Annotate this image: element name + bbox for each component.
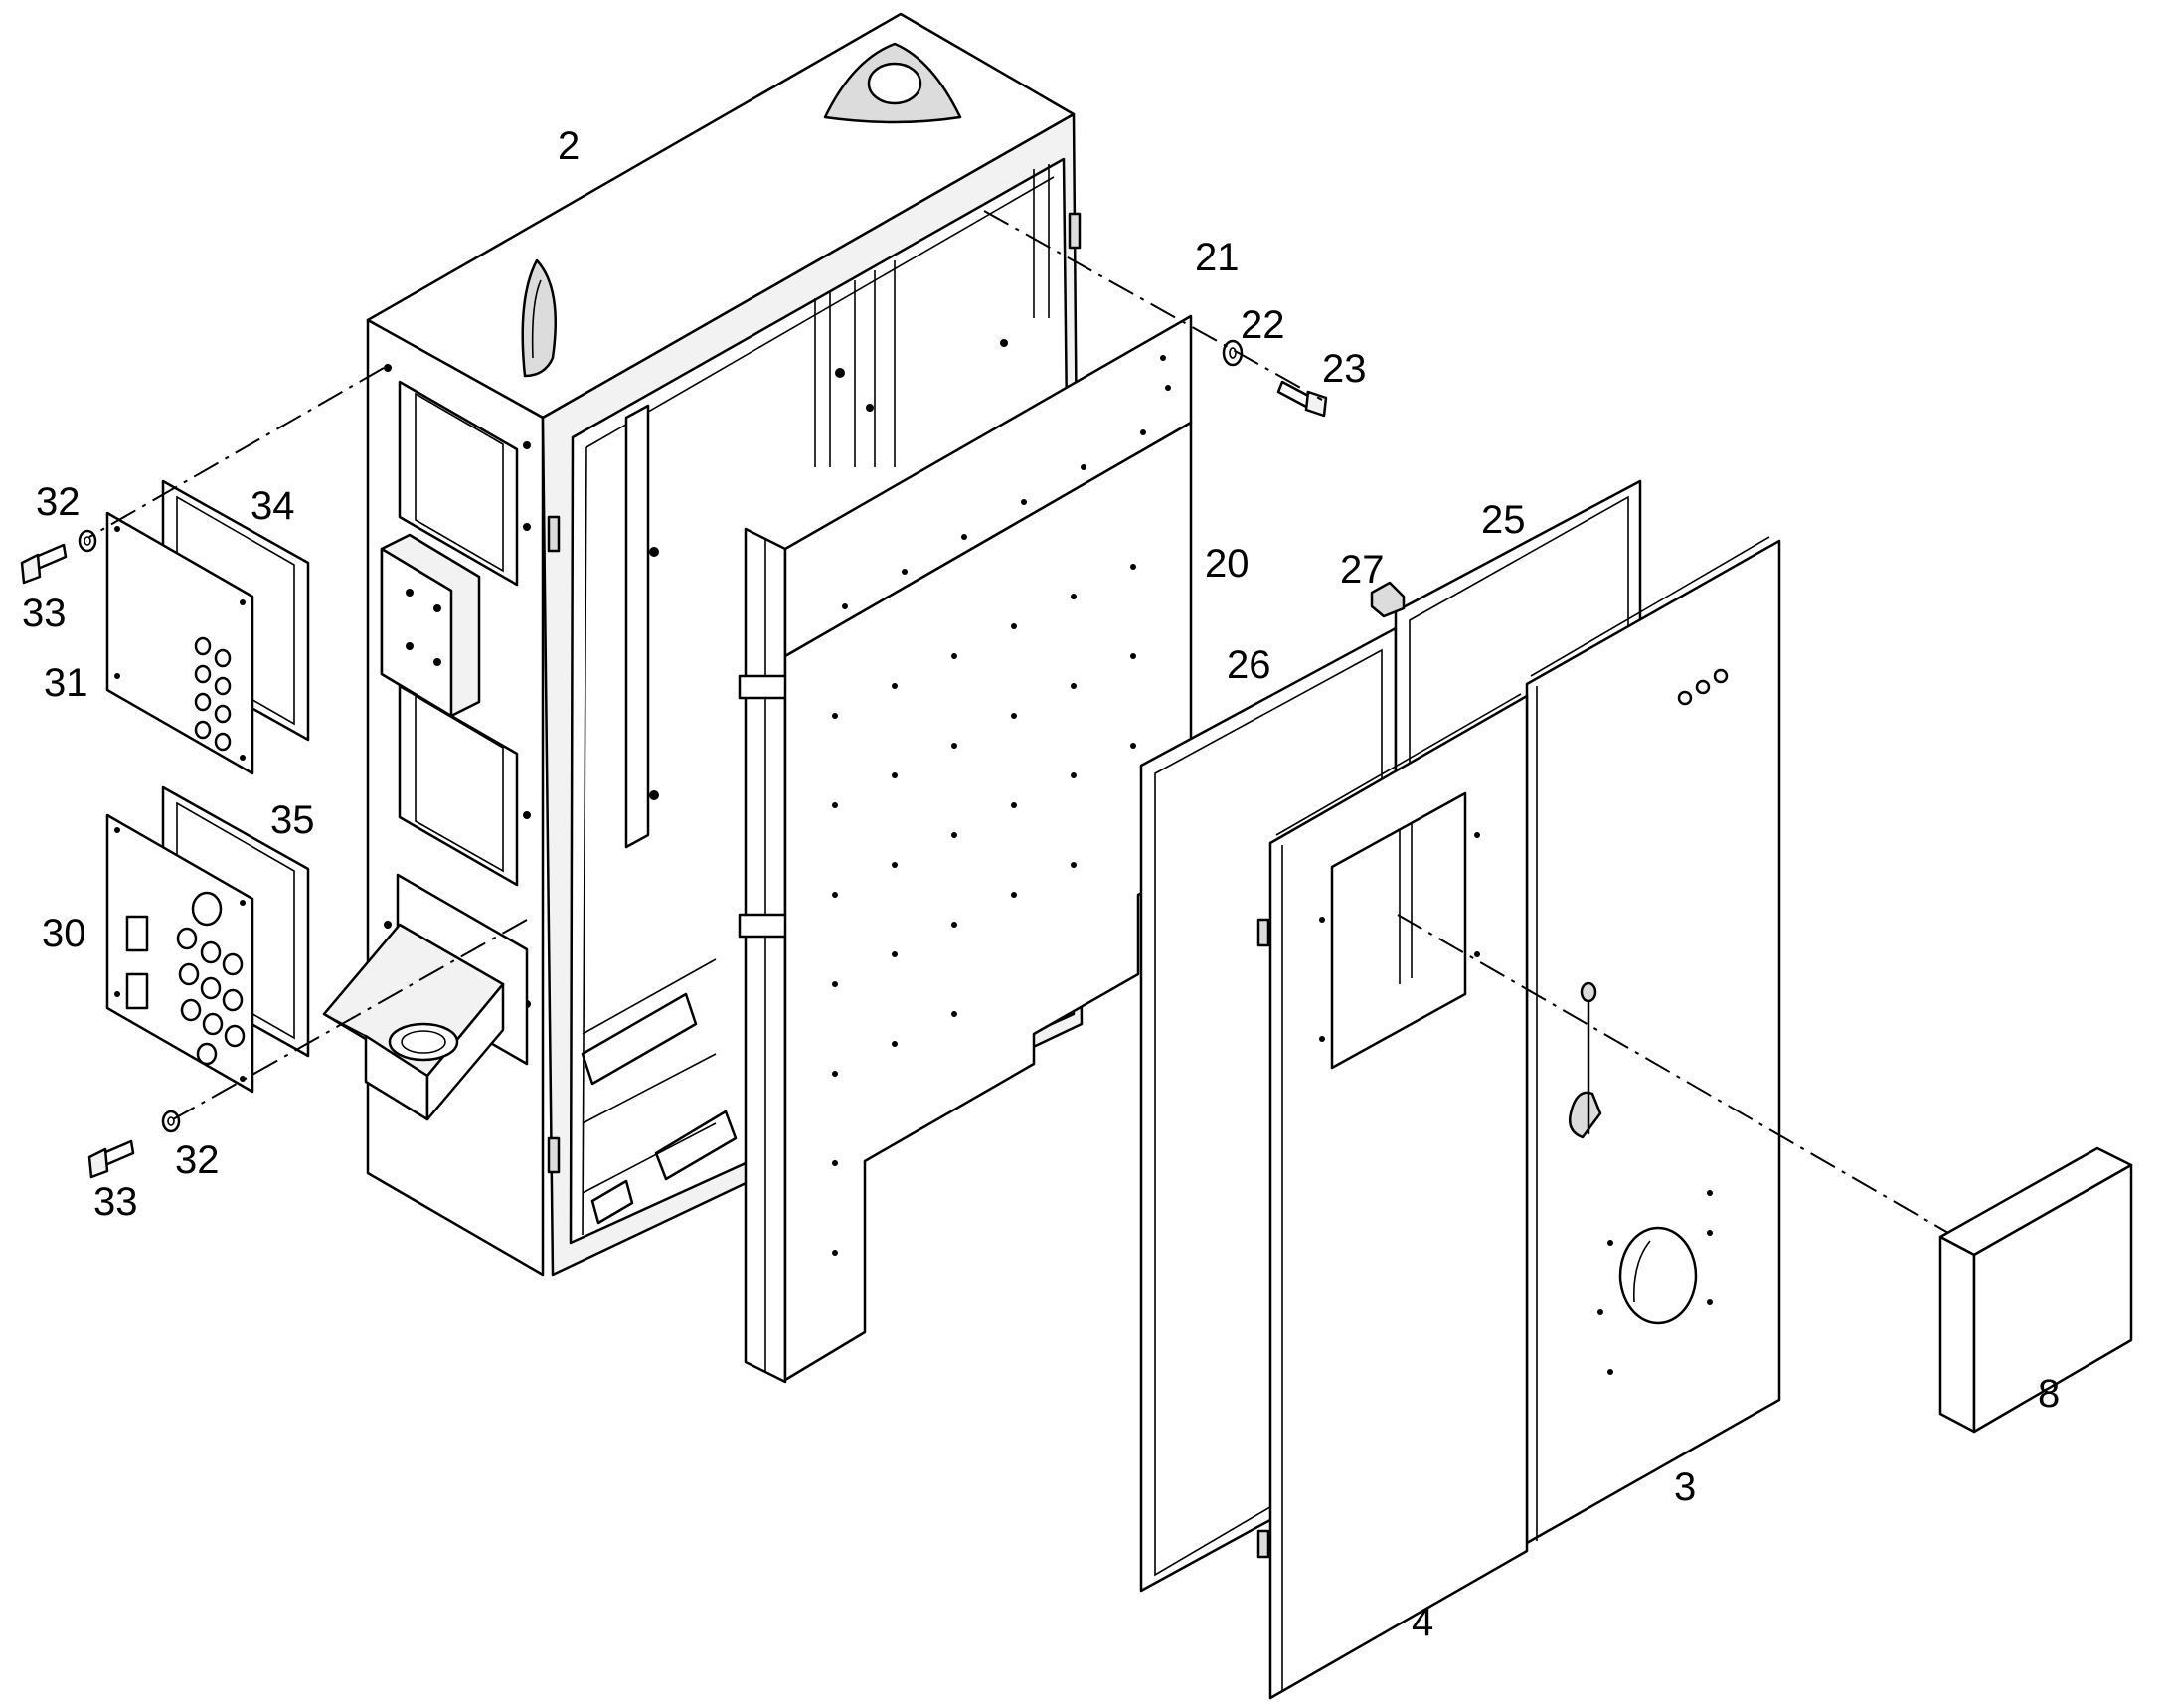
- callout-33-lower: 33: [93, 1180, 138, 1224]
- assembly-centerlines: [88, 210, 1949, 1234]
- clip-27: [1370, 581, 1406, 618]
- screw-33-lower: [87, 1139, 135, 1179]
- callout-4: 4: [1412, 1601, 1433, 1644]
- callout-22: 22: [1241, 303, 1285, 347]
- callout-32-upper: 32: [36, 480, 81, 524]
- cover-box: [1938, 1146, 2133, 1434]
- callout-27: 27: [1340, 548, 1385, 592]
- callout-2: 2: [558, 124, 580, 168]
- callout-35: 35: [270, 798, 315, 842]
- callout-labels: 2 3 4 8 20 21 22 23 25 26 27 30 31 32 32…: [22, 124, 2060, 1644]
- callout-30: 30: [42, 912, 86, 955]
- gland-plate-30: [105, 813, 254, 1094]
- mounting-plate: [738, 314, 1193, 1384]
- callout-3: 3: [1674, 1465, 1696, 1509]
- callout-21: 21: [1195, 236, 1240, 279]
- left-door: [1256, 693, 1529, 1700]
- washer-32-lower: [161, 1110, 181, 1133]
- callout-34: 34: [251, 484, 295, 528]
- screw-23: [1276, 380, 1328, 418]
- callout-26: 26: [1227, 643, 1271, 687]
- callout-23: 23: [1322, 347, 1367, 391]
- callout-25: 25: [1481, 498, 1526, 542]
- screw-33-upper: [20, 543, 68, 585]
- plate-holes: [832, 355, 1171, 1256]
- callout-31: 31: [44, 661, 88, 705]
- callout-33-upper: 33: [22, 592, 67, 635]
- right-door: [1525, 536, 1781, 1545]
- callout-32-lower: 32: [175, 1138, 220, 1182]
- gland-plate-31: [105, 511, 254, 775]
- washer-22: [1222, 339, 1244, 367]
- callout-8: 8: [2038, 1372, 2060, 1416]
- callout-20: 20: [1205, 542, 1250, 586]
